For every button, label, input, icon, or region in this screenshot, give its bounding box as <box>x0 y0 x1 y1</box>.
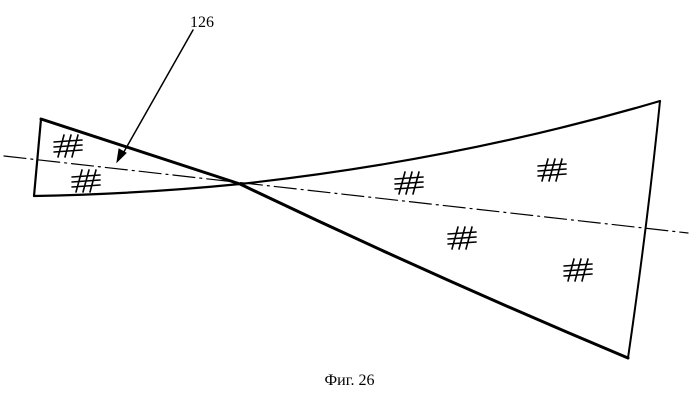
hatch-symbol <box>564 259 592 281</box>
reference-numeral-label: 126 <box>190 14 214 31</box>
hatch-symbol <box>395 172 423 194</box>
right-wedge-upper-edge <box>240 101 660 184</box>
reference-leader-line <box>121 30 193 157</box>
hatch-symbol <box>448 227 476 249</box>
main-diagonal-edge <box>41 119 628 358</box>
hatch-symbol <box>72 170 100 192</box>
hatch-symbol <box>538 159 566 181</box>
hatch-marks <box>54 135 592 281</box>
figure-caption: Фиг. 26 <box>0 372 699 390</box>
hatch-symbol <box>54 135 82 157</box>
